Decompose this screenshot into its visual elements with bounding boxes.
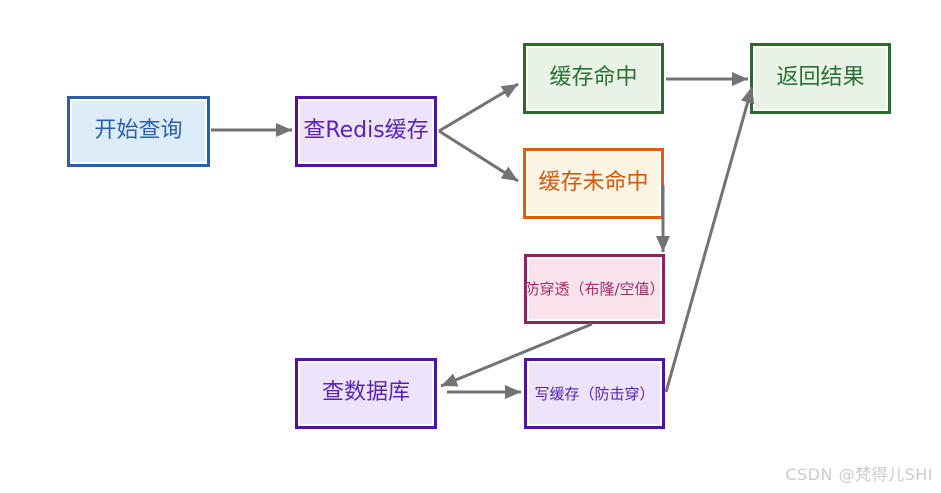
- csdn-watermark: CSDN @梵得儿SHI: [785, 465, 933, 484]
- node-anti-penetration-label: 防穿透（布隆/空值）: [524, 280, 665, 298]
- node-start-query-label: 开始查询: [94, 118, 183, 144]
- node-check-redis-cache-label: 查Redis缓存: [303, 118, 429, 144]
- node-cache-hit-label: 缓存命中: [549, 65, 638, 91]
- edge-write-to-result: [664, 86, 755, 393]
- node-return-result: 返回结果: [750, 43, 891, 114]
- node-write-cache: 写缓存（防击穿）: [524, 358, 665, 429]
- edge-redis-to-hit: [438, 82, 519, 133]
- node-cache-hit: 缓存命中: [523, 43, 664, 114]
- node-check-redis-cache: 查Redis缓存: [295, 96, 437, 167]
- node-query-database-label: 查数据库: [321, 380, 410, 406]
- node-cache-miss-label: 缓存未命中: [538, 170, 649, 196]
- node-anti-penetration: 防穿透（布隆/空值）: [524, 254, 665, 324]
- node-query-database: 查数据库: [295, 358, 437, 429]
- node-write-cache-label: 写缓存（防击穿）: [534, 384, 655, 403]
- edge-redis-to-miss: [438, 129, 519, 183]
- node-return-result-label: 返回结果: [776, 65, 865, 91]
- node-start-query: 开始查询: [67, 96, 210, 167]
- node-cache-miss: 缓存未命中: [523, 148, 664, 219]
